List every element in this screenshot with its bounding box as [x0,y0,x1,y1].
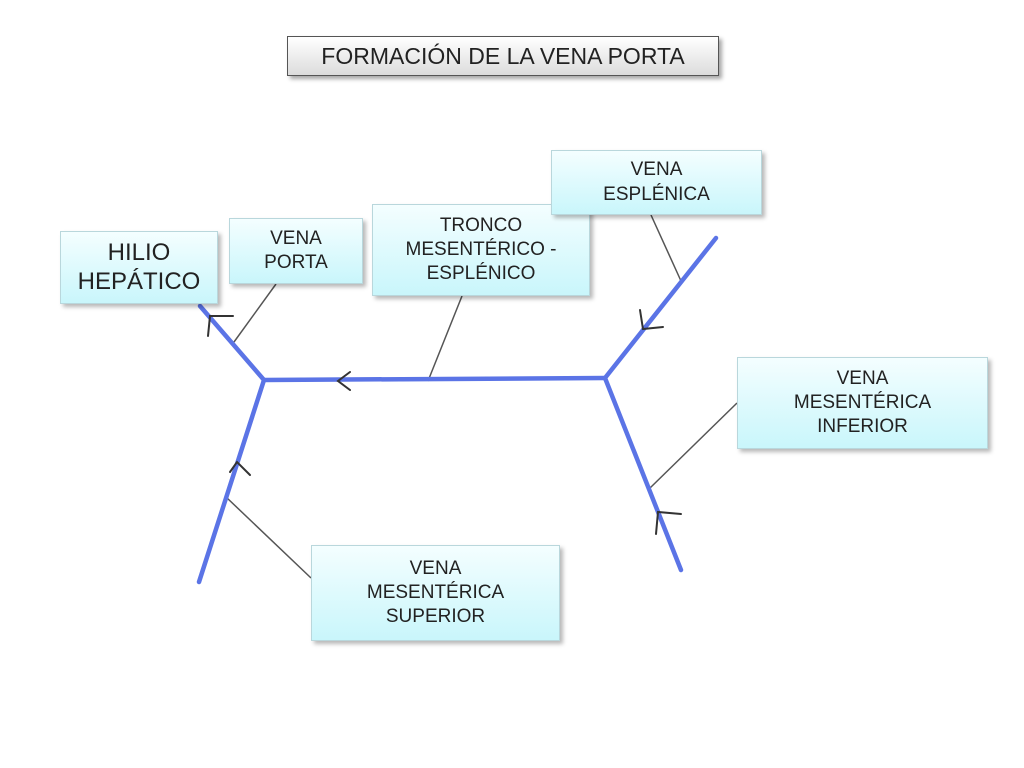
leader-tronco [427,295,463,382]
vein-inferior-mesenteric [602,375,684,573]
label-vena-mesenterica-superior: VENA MESENTÉRICA SUPERIOR [311,545,560,641]
label-tronco-mesenterico-esplenico: TRONCO MESENTÉRICO - ESPLÉNICO [372,204,590,296]
arrow-hilum-icon [207,315,234,337]
leader-mesenterica-inferior [649,402,738,489]
arrow-inferior-icon [655,510,682,535]
label-vena-porta: VENA PORTA [229,218,363,284]
arrow-splenic-icon [639,309,664,331]
veins [196,235,719,585]
leader-mesenterica-superior [225,496,312,579]
vein-portal-trunk [261,375,608,383]
flow-arrows [207,309,682,535]
vein-splenic [602,235,719,381]
vein-superior-mesenteric [196,377,267,585]
label-vena-mesenterica-inferior: VENA MESENTÉRICA INFERIOR [737,357,988,449]
leader-vena-esplenica [650,214,682,282]
arrow-superior-icon [229,460,251,476]
leader-vena-porta [233,283,277,343]
label-vena-esplenica: VENA ESPLÉNICA [551,150,762,215]
label-hilio-hepatico: HILIO HEPÁTICO [60,231,218,304]
diagram-title: FORMACIÓN DE LA VENA PORTA [287,36,719,76]
arrow-trunk-icon [336,371,351,391]
